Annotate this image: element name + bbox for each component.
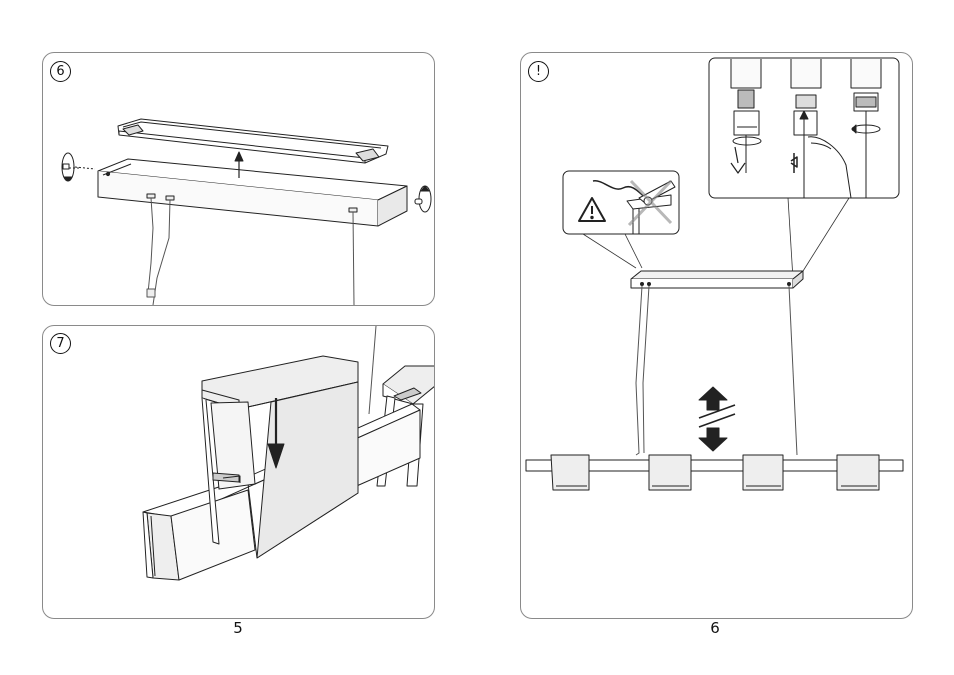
connector-detail-inset [709, 58, 899, 198]
warning-panel: ! [520, 52, 913, 619]
step-7-illustration [43, 326, 434, 618]
step-number-badge: 7 [50, 333, 71, 354]
warning-illustration [521, 53, 912, 618]
step-number-badge: 6 [50, 61, 71, 82]
warning-inset [563, 171, 679, 234]
step-7-panel: 7 [42, 325, 435, 619]
page-number-left: 5 [218, 619, 258, 637]
step-6-panel: 6 [42, 52, 435, 306]
page-number-right: 6 [695, 619, 735, 637]
ceiling-canopy [631, 271, 803, 288]
step-6-illustration [43, 53, 434, 305]
warning-badge: ! [528, 61, 549, 82]
lamp-body [526, 455, 903, 490]
adjust-height-icon [699, 387, 735, 451]
cover-plate [118, 119, 388, 163]
canopy-box [98, 159, 407, 226]
right-rotate-arrow-icon [415, 186, 431, 212]
left-rotate-arrow-icon [62, 153, 95, 181]
